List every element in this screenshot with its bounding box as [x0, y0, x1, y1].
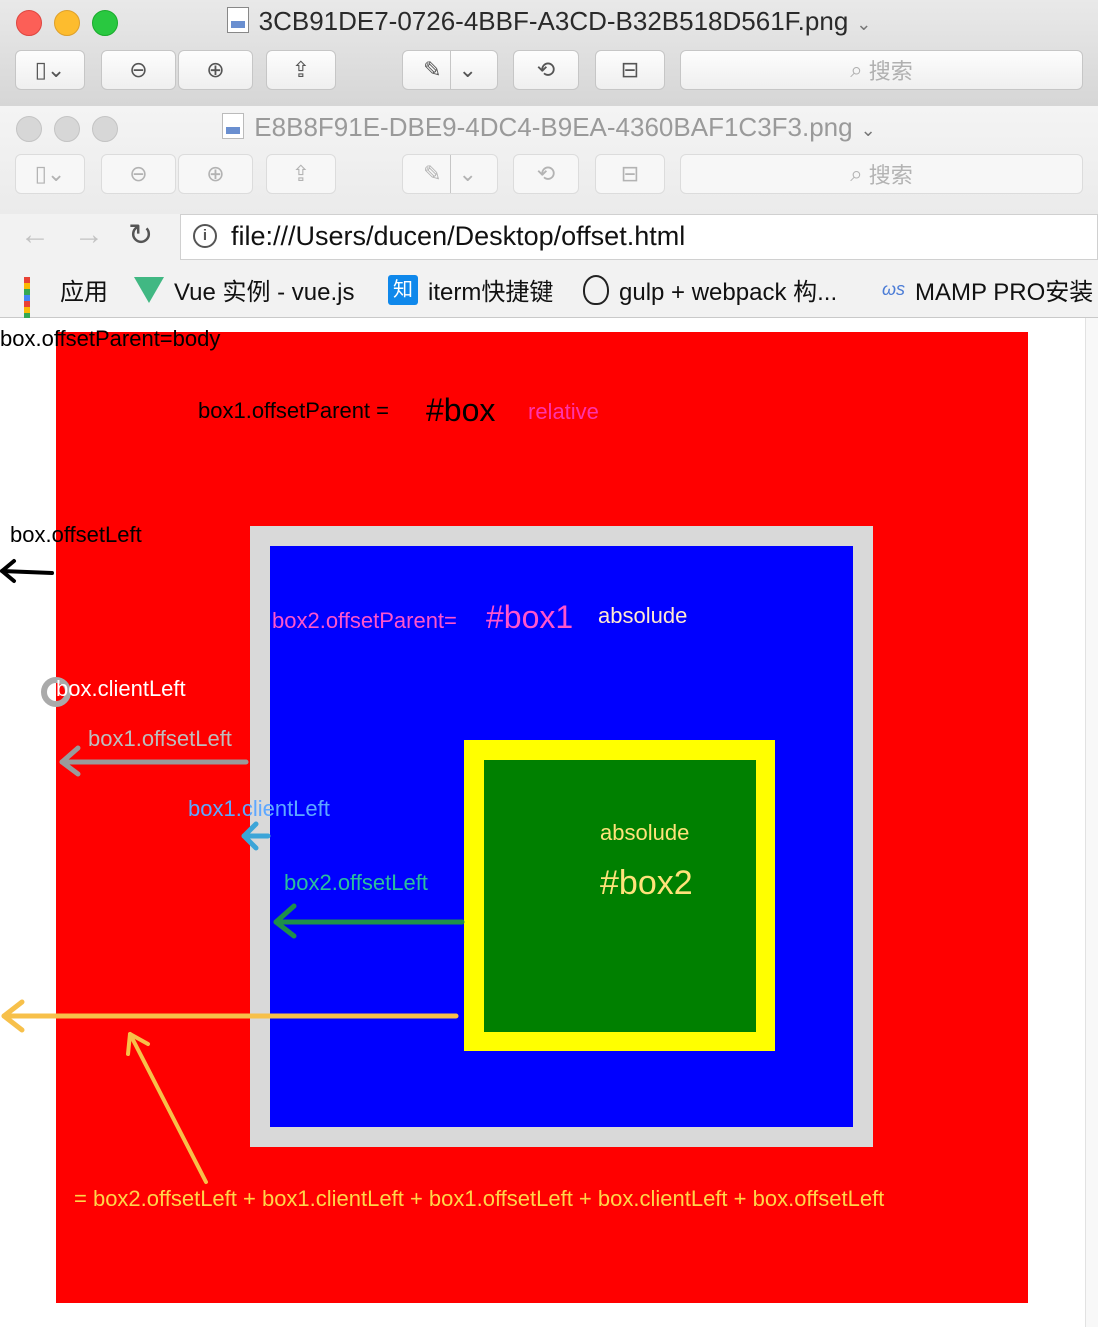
rotate-icon: ⟲ — [536, 57, 556, 82]
zoom-window-button[interactable] — [92, 10, 118, 36]
vertical-scrollbar[interactable] — [1085, 318, 1098, 1327]
chevron-down-icon: ⌄ — [860, 120, 876, 140]
markup-button[interactable]: ✎⌄ — [402, 154, 498, 194]
close-window-button[interactable] — [16, 10, 42, 36]
minimize-window-button[interactable] — [54, 10, 80, 36]
zoom-out-button[interactable]: ⊖ — [101, 50, 176, 90]
zoom-in-icon: ⊕ — [206, 57, 225, 82]
mamp-logo-icon: ωs — [882, 279, 906, 299]
box1-offsetleft-label: box1.offsetLeft — [88, 726, 232, 751]
box-clientleft-marker — [41, 677, 71, 707]
rotate-button[interactable]: ⟲ — [513, 154, 579, 194]
box1-offsetleft-arrow — [59, 745, 249, 777]
sidebar-toggle-button[interactable]: ▯⌄ — [15, 154, 85, 194]
chevron-down-icon: ⌄ — [458, 57, 477, 82]
rotate-button[interactable]: ⟲ — [513, 50, 579, 90]
vue-logo-icon — [134, 276, 164, 303]
markup-button[interactable]: ✎⌄ — [402, 50, 498, 90]
arrows-overlay — [0, 559, 465, 1184]
bookmark-vue[interactable]: Vue 实例 - vue.js — [134, 272, 355, 307]
sidebar-icon: ▯⌄ — [34, 161, 66, 186]
zoom-out-icon: ⊖ — [129, 161, 148, 186]
box-offsetparent-label: box.offsetParent=body — [0, 326, 221, 351]
rotate-icon: ⟲ — [536, 161, 556, 186]
window-title[interactable]: 3CB91DE7-0726-4BBF-A3CD-B32B518D561F.png… — [0, 6, 1098, 37]
box2-offsetparent-label: box2.offsetParent= — [272, 608, 457, 633]
box2-id-label: #box2 — [600, 864, 693, 902]
zoom-in-icon: ⊕ — [206, 161, 225, 186]
box2-offsetleft-arrow — [273, 903, 465, 939]
box2-offsetparent-value: #box1 — [486, 599, 574, 635]
box-clientleft-label: box.clientLeft — [56, 676, 186, 701]
box2-position-label: absolude — [600, 820, 690, 845]
toolbox-button[interactable]: ⊟ — [595, 50, 665, 90]
pen-icon: ✎ — [423, 161, 442, 186]
pen-icon: ✎ — [423, 57, 442, 82]
window-title[interactable]: E8B8F91E-DBE9-4DC4-B9EA-4360BAF1C3F3.png… — [0, 112, 1098, 143]
box2-green — [484, 760, 756, 1032]
address-bar[interactable]: i file:///Users/ducen/Desktop/offset.htm… — [180, 214, 1098, 260]
search-field[interactable]: ⌕ 搜索 — [680, 50, 1083, 90]
share-button[interactable]: ⇪ — [266, 154, 336, 194]
box2-offsetleft-label: box2.offsetLeft — [284, 870, 428, 895]
reload-icon[interactable]: ↻ — [128, 219, 154, 252]
toolbox-button[interactable]: ⊟ — [595, 154, 665, 194]
box-position-label: relative — [528, 399, 599, 424]
formula-label: = box2.offsetLeft + box1.clientLeft + bo… — [74, 1186, 885, 1211]
apps-grid-icon — [24, 276, 50, 331]
minimize-window-button[interactable] — [54, 116, 80, 142]
search-icon: ⌕ — [850, 57, 869, 82]
url-text[interactable]: file:///Users/ducen/Desktop/offset.html — [231, 221, 686, 251]
box1-offsetparent-value: #box — [426, 392, 496, 428]
info-icon[interactable]: i — [193, 224, 217, 248]
chevron-down-icon: ⌄ — [458, 161, 477, 186]
toolbox-icon: ⊟ — [620, 57, 640, 82]
close-window-button[interactable] — [16, 116, 42, 142]
preview-window-front: 3CB91DE7-0726-4BBF-A3CD-B32B518D561F.png… — [0, 0, 1098, 107]
box-offsetleft-arrow — [0, 559, 54, 583]
box-offsetleft-label: box.offsetLeft — [10, 522, 142, 547]
box1-offsetparent-label: box1.offsetParent = — [198, 398, 390, 423]
chevron-down-icon: ⌄ — [856, 14, 872, 34]
preview-window-back: E8B8F91E-DBE9-4DC4-B9EA-4360BAF1C3F3.png… — [0, 106, 1098, 215]
sidebar-icon: ▯⌄ — [34, 57, 66, 82]
share-icon: ⇪ — [291, 57, 311, 82]
box1-position-label: absolude — [598, 603, 688, 628]
toolbox-icon: ⊟ — [620, 161, 640, 186]
png-file-icon — [226, 7, 249, 33]
back-arrow-icon[interactable]: ← — [20, 218, 50, 251]
forward-arrow-icon[interactable]: → — [74, 218, 104, 251]
bookmark-gulp[interactable]: gulp + webpack 构... — [583, 272, 837, 307]
gulp-logo-icon — [583, 274, 609, 305]
zoom-out-icon: ⊖ — [129, 57, 148, 82]
share-button[interactable]: ⇪ — [266, 50, 336, 90]
png-file-icon — [222, 113, 245, 139]
sidebar-toggle-button[interactable]: ▯⌄ — [15, 50, 85, 90]
zoom-in-button[interactable]: ⊕ — [178, 50, 253, 90]
zoom-in-button[interactable]: ⊕ — [178, 154, 253, 194]
zhihu-logo-icon: 知 — [388, 274, 418, 305]
bookmark-apps[interactable]: 应用 — [24, 272, 108, 331]
page-content: box.offsetParent=body box1.offsetParent … — [0, 318, 1098, 1327]
share-icon: ⇪ — [291, 161, 311, 186]
box1-clientleft-label: box1.clientLeft — [188, 796, 330, 821]
browser-toolbar: ← → ↻ i file:///Users/ducen/Desktop/offs… — [0, 214, 1098, 331]
search-icon: ⌕ — [850, 161, 869, 186]
search-field[interactable]: ⌕ 搜索 — [680, 154, 1083, 194]
box1-clientleft-arrow — [241, 821, 271, 851]
zoom-window-button[interactable] — [92, 116, 118, 142]
formula-pointer-arrow — [126, 1032, 208, 1184]
zoom-out-button[interactable]: ⊖ — [101, 154, 176, 194]
total-offsetleft-arrow — [1, 999, 459, 1033]
